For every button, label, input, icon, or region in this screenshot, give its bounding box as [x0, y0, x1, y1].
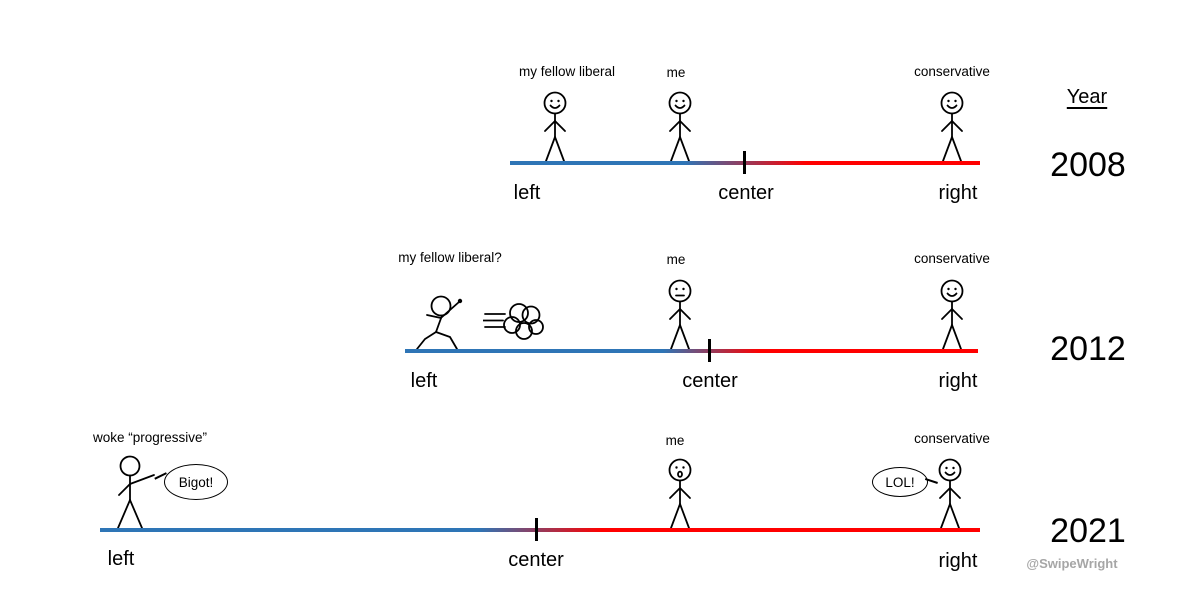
spectrum-line-2012 — [405, 349, 978, 353]
speech-bubble-bigot-text: Bigot! — [178, 474, 214, 490]
dust-cloud-icon-2012 — [501, 301, 545, 341]
speech-bubble-bigot: Bigot! — [164, 464, 228, 500]
center-tick-2008 — [743, 151, 746, 174]
conservative-stick-figure-icon-2008 — [932, 91, 972, 163]
fleeing-liberal-runner-icon-2012 — [414, 292, 478, 354]
axis-left-2021: left — [107, 548, 135, 570]
label-me-2008: me — [666, 65, 686, 80]
conservative-stick-figure-icon-2021 — [930, 458, 970, 530]
me-stick-figure-icon-2012 — [660, 279, 700, 351]
label-liberal-2008: my fellow liberal — [518, 64, 616, 79]
axis-center-2008: center — [718, 182, 774, 204]
axis-left-2008: left — [513, 182, 541, 204]
axis-right-2012: right — [938, 370, 978, 392]
label-woke-progressive-2021: woke “progressive” — [92, 430, 208, 445]
label-conservative-2012: conservative — [914, 251, 990, 266]
spectrum-line-2021 — [100, 528, 980, 532]
axis-right-2008: right — [938, 182, 978, 204]
speech-bubble-lol-text: LOL! — [885, 474, 915, 490]
axis-right-2021: right — [938, 550, 978, 572]
label-me-2021: me — [665, 433, 685, 448]
me-stick-figure-icon-2021 — [660, 458, 700, 530]
speech-bubble-lol: LOL! — [872, 467, 928, 497]
axis-center-2021: center — [508, 549, 564, 571]
watermark-credit: @SwipeWright — [1026, 556, 1118, 571]
year-value-2021: 2021 — [1050, 512, 1126, 550]
axis-left-2012: left — [410, 370, 438, 392]
woke-progressive-stick-figure-icon-2021 — [114, 454, 162, 532]
center-tick-2021 — [535, 518, 538, 541]
label-conservative-2008: conservative — [914, 64, 990, 79]
label-liberal-2012: my fellow liberal? — [398, 250, 502, 265]
year-value-2012: 2012 — [1050, 330, 1126, 368]
label-me-2012: me — [666, 252, 686, 267]
conservative-stick-figure-icon-2012 — [932, 279, 972, 351]
label-conservative-2021: conservative — [914, 431, 990, 446]
year-value-2008: 2008 — [1050, 146, 1126, 184]
liberal-stick-figure-icon-2008 — [535, 91, 575, 163]
center-tick-2012 — [708, 339, 711, 362]
year-column-header: Year — [1066, 86, 1108, 108]
axis-center-2012: center — [682, 370, 738, 392]
me-stick-figure-icon-2008 — [660, 91, 700, 163]
